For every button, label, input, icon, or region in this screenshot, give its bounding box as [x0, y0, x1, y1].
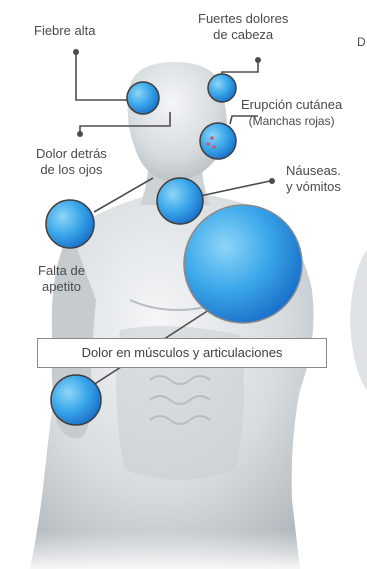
forehead-spot: [127, 82, 159, 114]
connector-dot: [269, 178, 275, 184]
rash-label: Erupción cutánea (Manchas rojas): [241, 97, 342, 129]
elbow-spot: [51, 375, 101, 425]
connector-dot: [73, 49, 79, 55]
temple-spot: [208, 74, 236, 102]
connector-dot: [77, 131, 83, 137]
headache-label: Fuertes dolores de cabeza: [198, 11, 288, 43]
appetite-label: Falta de apetito: [38, 263, 85, 295]
nausea-label: Náuseas. y vómitos: [286, 163, 341, 195]
throat-spot: [157, 178, 203, 224]
cut-off-letter: D: [357, 35, 366, 49]
stomach-spot: [46, 200, 94, 248]
connector-dot: [255, 57, 261, 63]
fever-label: Fiebre alta: [34, 23, 95, 39]
eye-pain-label: Dolor detrás de los ojos: [36, 146, 107, 178]
shoulder-spot: [184, 205, 302, 323]
body-shape: [0, 62, 367, 569]
second-figure-edge: [350, 250, 367, 390]
ear-rash-spot: [200, 123, 236, 159]
muscle-pain-label: Dolor en músculos y articulaciones: [37, 338, 327, 368]
